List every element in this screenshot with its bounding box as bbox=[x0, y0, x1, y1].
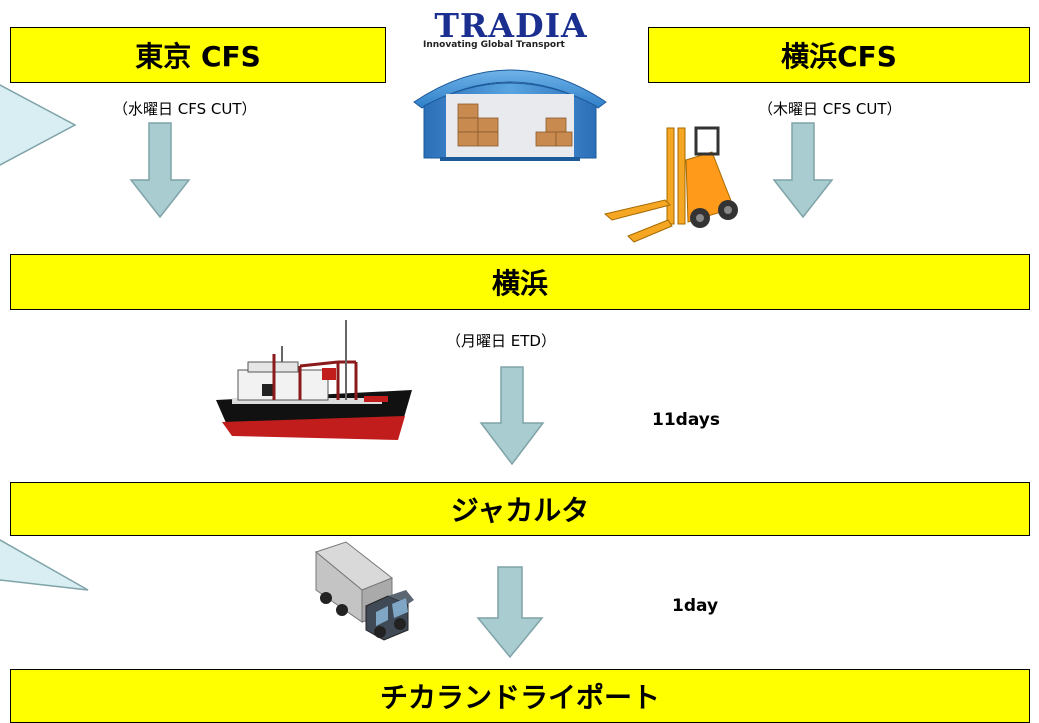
node-jakarta: ジャカルタ bbox=[10, 482, 1030, 536]
node-yokohama-note: （月曜日 ETD） bbox=[446, 332, 556, 350]
arrow-yokohamacfs-to-yokohama bbox=[772, 122, 834, 219]
node-tokyo-cfs-label: 東京 CFS bbox=[135, 40, 261, 73]
arrow-jakarta-to-cikarang bbox=[476, 566, 544, 659]
node-yokohama: 横浜 bbox=[10, 254, 1030, 310]
arrow-yokohama-to-jakarta bbox=[479, 366, 545, 466]
callout-bottom bbox=[0, 539, 89, 591]
duration-truck: 1day bbox=[672, 596, 719, 616]
node-yokohama-cfs: 横浜CFS bbox=[648, 27, 1030, 83]
node-tokyo-cfs: 東京 CFS bbox=[10, 27, 386, 83]
duration-sea: 11days bbox=[652, 410, 720, 430]
node-cikarang: チカランドライポート bbox=[10, 669, 1030, 723]
logo: TRADIA Innovating Global Transport bbox=[421, 6, 616, 54]
node-yokohama-label: 横浜 bbox=[491, 267, 548, 300]
node-yokohama-cfs-label: 横浜CFS bbox=[781, 40, 897, 73]
callout-top bbox=[0, 84, 77, 166]
node-jakarta-label: ジャカルタ bbox=[450, 494, 590, 527]
node-yokohama-cfs-note: （木曜日 CFS CUT） bbox=[758, 100, 902, 118]
node-cikarang-label: チカランドライポート bbox=[379, 681, 660, 714]
logo-name: TRADIA bbox=[434, 6, 588, 45]
arrow-tokyo-to-yokohama bbox=[129, 122, 191, 219]
node-tokyo-cfs-note: （水曜日 CFS CUT） bbox=[113, 100, 257, 118]
logo-tagline: Innovating Global Transport bbox=[423, 40, 565, 50]
